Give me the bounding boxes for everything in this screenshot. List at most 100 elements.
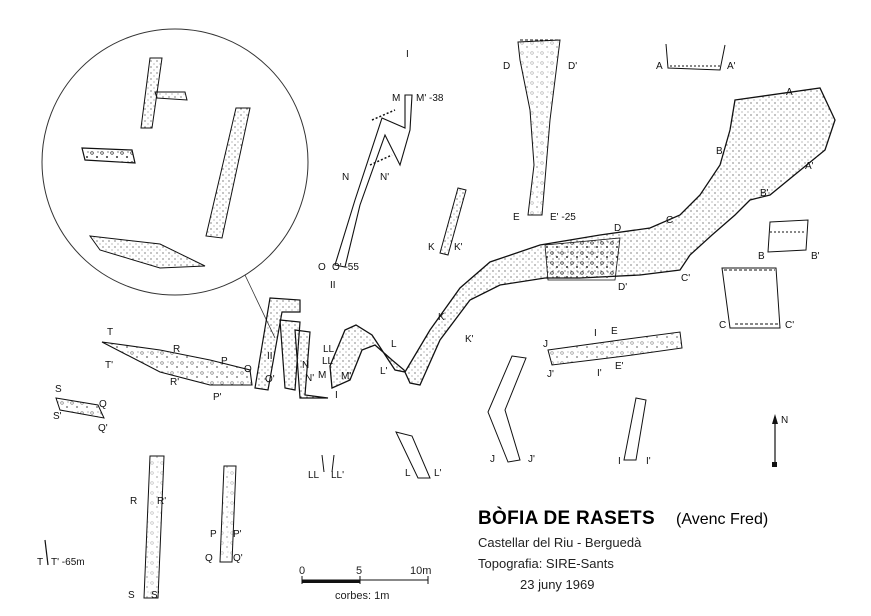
section-A-small bbox=[665, 43, 726, 71]
section-I-II bbox=[334, 94, 413, 268]
scale-bar bbox=[301, 576, 429, 584]
label-R-prime: R' bbox=[170, 377, 180, 388]
scale-tick-10: 10m bbox=[410, 565, 432, 577]
label-R-low: R bbox=[130, 496, 138, 507]
label-D: D bbox=[614, 223, 622, 234]
label-N: N bbox=[302, 360, 310, 371]
label-C-prime-side: C' bbox=[785, 320, 795, 331]
section-S-Q bbox=[55, 397, 105, 419]
label-II-top: II bbox=[330, 280, 336, 291]
label-A-prime-top: A' bbox=[727, 61, 736, 72]
label-N-prime-top: N' bbox=[380, 172, 390, 183]
label-LL-prime: LL' bbox=[322, 356, 336, 367]
label-C-side: C bbox=[719, 320, 727, 331]
label-LL: LL bbox=[323, 344, 335, 355]
label-Q-low: Q bbox=[205, 553, 213, 564]
passage-E-I bbox=[547, 331, 683, 366]
label-II: II bbox=[267, 351, 273, 362]
label-T-depth: T' -65m bbox=[51, 557, 85, 568]
label-E: E bbox=[611, 326, 618, 337]
topography-credit: Topografia: SIRE-Sants bbox=[478, 556, 614, 571]
label-A-top: A bbox=[656, 61, 663, 72]
scale-tick-0: 0 bbox=[299, 565, 306, 577]
map-title: BÒFIA DE RASETS bbox=[478, 508, 655, 529]
label-C-prime: C' bbox=[681, 273, 691, 284]
label-I-roman: I bbox=[335, 390, 338, 401]
label-E-top: E bbox=[513, 212, 520, 223]
main-plan bbox=[101, 87, 836, 399]
label-M-depth: M' -38 bbox=[416, 93, 444, 104]
label-A: A bbox=[786, 87, 793, 98]
label-B-prime-side: B' bbox=[811, 251, 820, 262]
label-S-low: S bbox=[128, 590, 135, 601]
survey-date: 23 juny 1969 bbox=[520, 577, 595, 592]
label-P-prime-low: P' bbox=[233, 529, 242, 540]
label-A-prime: A' bbox=[805, 161, 814, 172]
label-M: M bbox=[318, 370, 327, 381]
label-P-prime: P' bbox=[213, 392, 222, 403]
label-K-top: K bbox=[428, 242, 435, 253]
label-R-prime-low: R' bbox=[157, 496, 167, 507]
label-P: P bbox=[221, 356, 228, 367]
label-M-prime: M' bbox=[341, 371, 352, 382]
label-K-prime: K' bbox=[465, 334, 474, 345]
label-M-top: M bbox=[392, 93, 401, 104]
label-O-prime: O' bbox=[265, 374, 275, 385]
label-T: T bbox=[107, 327, 114, 338]
label-Q-prime: Q' bbox=[98, 423, 108, 434]
label-R: R bbox=[173, 344, 181, 355]
label-I-prime: I' bbox=[597, 368, 602, 379]
label-I-top: I bbox=[406, 49, 409, 60]
label-J-prime: J' bbox=[547, 369, 554, 380]
section-R-S bbox=[143, 455, 165, 599]
label-J: J bbox=[543, 339, 548, 350]
label-B-prime: B' bbox=[760, 188, 769, 199]
label-K-prime-top: K' bbox=[454, 242, 463, 253]
section-K bbox=[439, 187, 467, 256]
label-N-prime: N' bbox=[305, 373, 315, 384]
label-S: S bbox=[55, 384, 62, 395]
label-L-prime-low: L' bbox=[434, 468, 442, 479]
north-label: N bbox=[781, 415, 789, 426]
label-P-low: P bbox=[210, 529, 217, 540]
label-O-top: O bbox=[318, 262, 326, 273]
cross-sections-BC bbox=[721, 219, 809, 329]
label-N-top: N bbox=[342, 172, 350, 183]
section-I-lower bbox=[623, 397, 647, 461]
label-Q: Q bbox=[99, 399, 107, 410]
label-L-low: L bbox=[405, 468, 411, 479]
label-E-prime: E' bbox=[615, 361, 624, 372]
label-B: B bbox=[716, 146, 723, 157]
label-LL-prime-low: LL' bbox=[331, 470, 345, 481]
label-D-top: D bbox=[503, 61, 511, 72]
label-I-low: I bbox=[618, 456, 621, 467]
inset-circle bbox=[41, 28, 309, 339]
label-I: I bbox=[594, 328, 597, 339]
label-L-prime: L' bbox=[380, 366, 388, 377]
location-text: Castellar del Riu - Berguedà bbox=[478, 535, 642, 550]
label-I-prime-low: I' bbox=[646, 456, 651, 467]
label-O: O bbox=[244, 364, 252, 375]
label-J-prime-low: J' bbox=[528, 454, 535, 465]
section-LL bbox=[321, 454, 335, 473]
scale-tick-5: 5 bbox=[356, 565, 363, 577]
label-B-side: B bbox=[758, 251, 765, 262]
section-L bbox=[395, 431, 431, 479]
section-D-E bbox=[517, 39, 561, 216]
label-D-prime: D' bbox=[618, 282, 628, 293]
label-T-low: T bbox=[37, 557, 44, 568]
label-D-prime-top: D' bbox=[568, 61, 578, 72]
label-T-prime: T' bbox=[105, 360, 114, 371]
section-J bbox=[487, 355, 527, 463]
map-subtitle: (Avenc Fred) bbox=[676, 511, 769, 528]
label-E-depth: E' -25 bbox=[550, 212, 576, 223]
label-S-prime: S' bbox=[53, 411, 62, 422]
label-LL-low: LL bbox=[308, 470, 320, 481]
north-arrow-icon bbox=[772, 414, 778, 467]
scale-caption: corbes: 1m bbox=[335, 590, 390, 602]
label-O-depth: O' -55 bbox=[332, 262, 359, 273]
label-L: L bbox=[391, 339, 397, 350]
label-J-low: J bbox=[490, 454, 495, 465]
label-S-prime-low: S' bbox=[151, 590, 160, 601]
